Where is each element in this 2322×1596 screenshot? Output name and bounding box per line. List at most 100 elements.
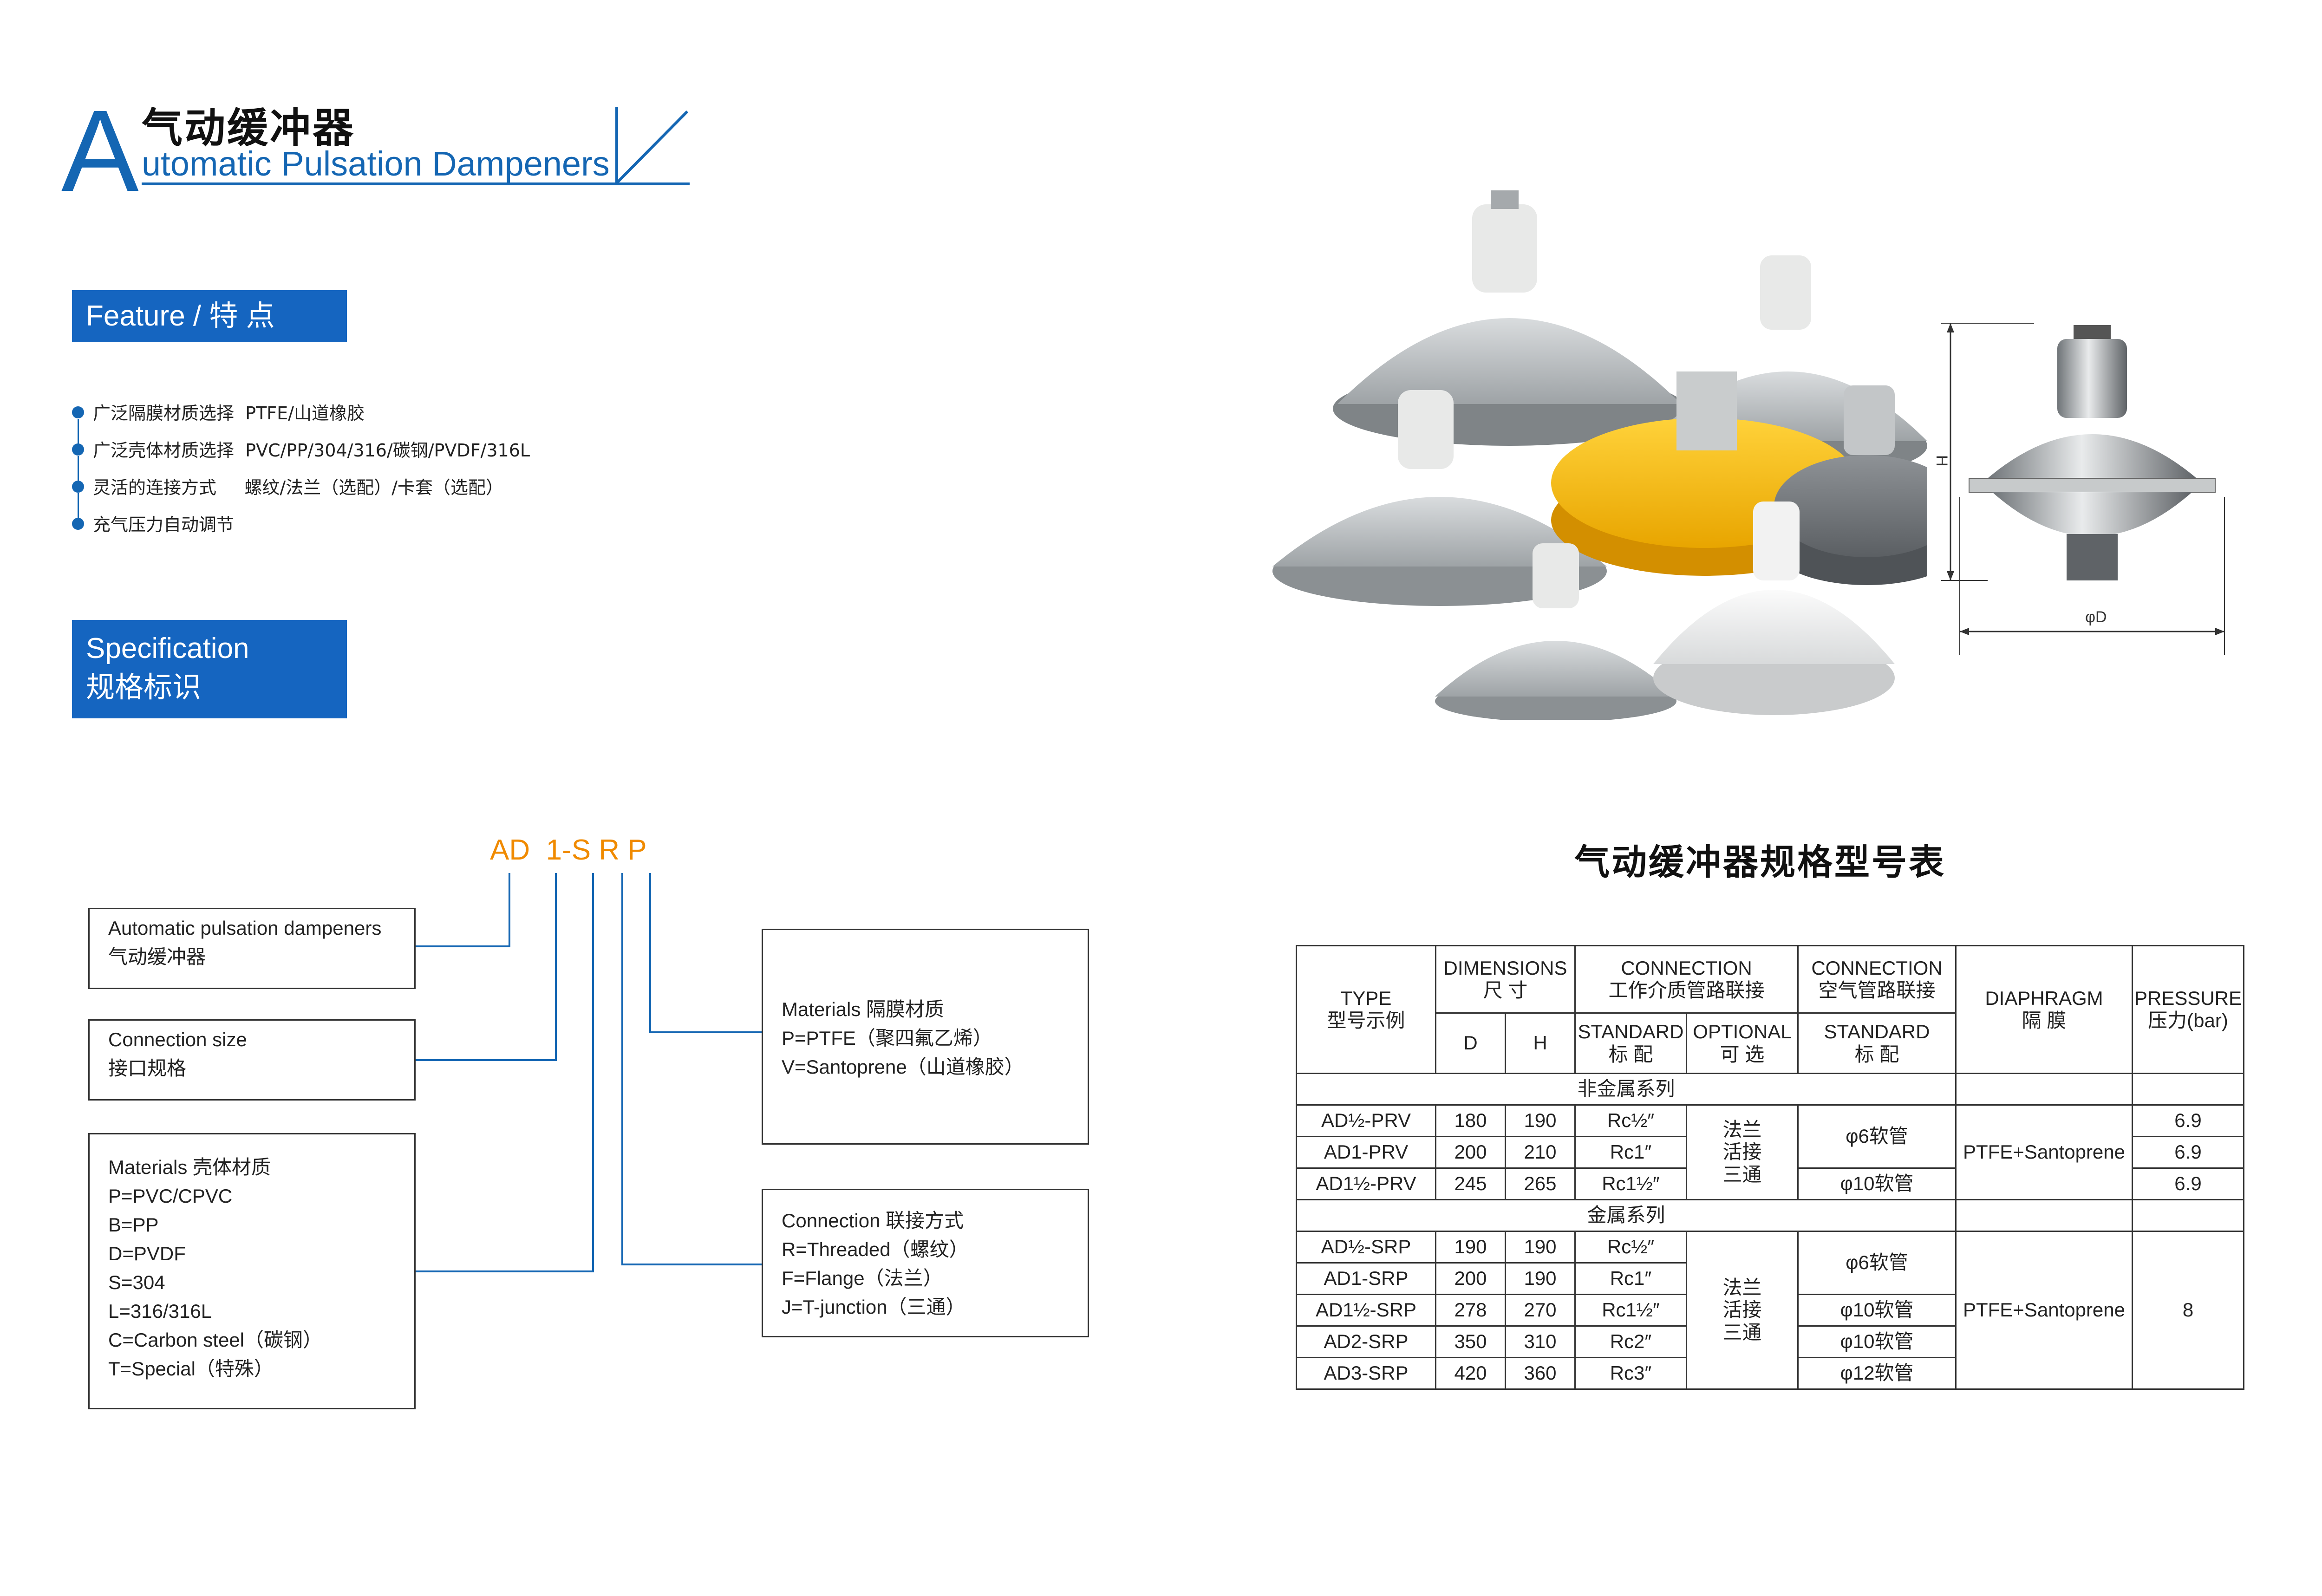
table-cell: AD1½-PRV bbox=[1296, 1167, 1436, 1200]
table-cell: Rc1½″ bbox=[1574, 1167, 1687, 1200]
bullet-icon bbox=[72, 443, 84, 456]
table-cell: 245 bbox=[1435, 1167, 1506, 1200]
table-cell: 8 bbox=[2132, 1231, 2244, 1390]
connector-line bbox=[649, 1031, 762, 1033]
table-cell: AD3-SRP bbox=[1296, 1357, 1436, 1390]
connector-line bbox=[621, 1264, 762, 1265]
title-underline bbox=[142, 182, 690, 185]
table-cell: AD1-PRV bbox=[1296, 1136, 1436, 1169]
table-cell: 210 bbox=[1505, 1136, 1576, 1169]
table-cell: 350 bbox=[1435, 1325, 1506, 1358]
table-cell: φ12软管 bbox=[1797, 1357, 1957, 1390]
dimension-diagram: H φD bbox=[1933, 323, 2225, 655]
table-cell: 200 bbox=[1435, 1136, 1506, 1169]
table-cell: φ10软管 bbox=[1797, 1325, 1957, 1358]
header-letter: A bbox=[61, 86, 139, 215]
list-item: 广泛隔膜材质选择 PTFE/山道橡胶 bbox=[72, 395, 530, 444]
table-cell: 360 bbox=[1505, 1357, 1576, 1390]
table-cell: Rc1″ bbox=[1574, 1136, 1687, 1169]
model-code: AD 1-S R P bbox=[490, 834, 647, 866]
table-cell: 6.9 bbox=[2132, 1167, 2244, 1200]
table-cell: Rc1½″ bbox=[1574, 1294, 1687, 1327]
table-cell: 278 bbox=[1435, 1294, 1506, 1327]
list-item: 充气压力自动调节 bbox=[72, 506, 530, 543]
specification-title-en: Specification bbox=[86, 632, 249, 664]
page-title-cn: 气动缓冲器 bbox=[142, 104, 356, 152]
table-cell: 200 bbox=[1435, 1262, 1506, 1295]
diameter-label: φD bbox=[2085, 608, 2107, 626]
table-cell: Rc3″ bbox=[1574, 1357, 1687, 1390]
list-item: 灵活的连接方式 螺纹/法兰（选配）/卡套（选配） bbox=[72, 469, 530, 519]
bullet-icon bbox=[72, 518, 84, 530]
optional-cell: 法兰活接三通 bbox=[1686, 1231, 1799, 1390]
connector-line bbox=[416, 1270, 594, 1272]
title-arrow-icon bbox=[615, 107, 689, 184]
table-cell bbox=[2132, 1073, 2244, 1106]
table-cell: 190 bbox=[1505, 1104, 1576, 1137]
table-cell: Rc1″ bbox=[1574, 1262, 1687, 1295]
table-cell: 190 bbox=[1505, 1262, 1576, 1295]
table-cell: AD2-SRP bbox=[1296, 1325, 1436, 1358]
table-cell: PTFE+Santoprene bbox=[1955, 1104, 2133, 1200]
table-cell bbox=[1955, 1073, 2133, 1106]
optional-cell: 法兰活接三通 bbox=[1686, 1104, 1799, 1200]
feature-header: Feature / 特 点 bbox=[72, 290, 347, 342]
table-cell: 6.9 bbox=[2132, 1136, 2244, 1169]
specification-title-cn: 规格标识 bbox=[86, 671, 202, 704]
table-cell: AD1-SRP bbox=[1296, 1262, 1436, 1295]
table-cell: AD½-PRV bbox=[1296, 1104, 1436, 1137]
group-header: 非金属系列 bbox=[1296, 1073, 1957, 1106]
table-cell: 270 bbox=[1505, 1294, 1576, 1327]
table-cell: 265 bbox=[1505, 1167, 1576, 1200]
connector-line bbox=[649, 873, 651, 1033]
table-cell: AD1½-SRP bbox=[1296, 1294, 1436, 1327]
header-d: D bbox=[1435, 1012, 1506, 1074]
bullet-icon bbox=[72, 481, 84, 493]
table-cell: φ6软管 bbox=[1797, 1231, 1957, 1295]
connector-line bbox=[416, 945, 510, 947]
table-cell: 180 bbox=[1435, 1104, 1506, 1137]
connector-line bbox=[416, 1059, 557, 1061]
table-cell bbox=[2132, 1199, 2244, 1232]
connector-line bbox=[555, 873, 557, 1061]
table-cell: 190 bbox=[1435, 1231, 1506, 1264]
group-header: 金属系列 bbox=[1296, 1199, 1957, 1232]
bullet-icon bbox=[72, 406, 84, 418]
table-cell: 420 bbox=[1435, 1357, 1506, 1390]
table-cell: φ10软管 bbox=[1797, 1167, 1957, 1200]
table-cell: AD½-SRP bbox=[1296, 1231, 1436, 1264]
table-cell: 310 bbox=[1505, 1325, 1576, 1358]
connector-line bbox=[592, 873, 594, 1272]
table-cell: Rc2″ bbox=[1574, 1325, 1687, 1358]
table-cell: φ6软管 bbox=[1797, 1104, 1957, 1169]
table-cell: Rc½″ bbox=[1574, 1231, 1687, 1264]
header-h: H bbox=[1505, 1012, 1576, 1074]
table-cell bbox=[1955, 1199, 2133, 1232]
table-cell: PTFE+Santoprene bbox=[1955, 1231, 2133, 1390]
product-photo bbox=[1272, 190, 1927, 720]
table-cell: Rc½″ bbox=[1574, 1104, 1687, 1137]
height-label: H bbox=[1933, 455, 1950, 467]
specification-header: Specification 规格标识 bbox=[72, 620, 347, 718]
table-title: 气动缓冲器规格型号表 bbox=[1574, 841, 1946, 883]
table-cell: 190 bbox=[1505, 1231, 1576, 1264]
list-item: 广泛壳体材质选择 PVC/PP/304/316/碳钢/PVDF/316L bbox=[72, 432, 530, 482]
